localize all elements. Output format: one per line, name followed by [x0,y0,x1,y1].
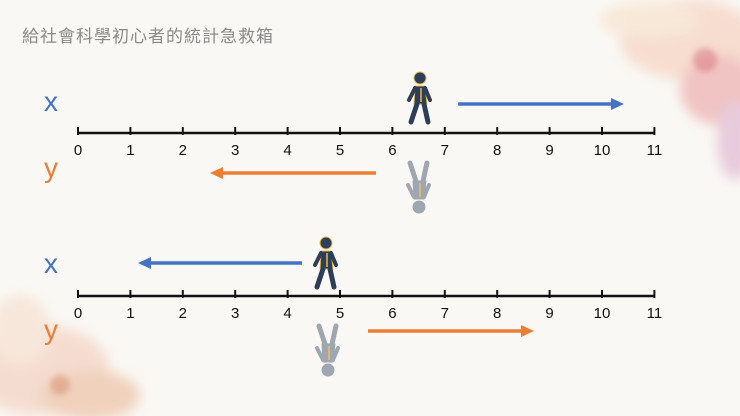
tick-label-panel-2: 11 [646,305,663,322]
walking-person-icon-panel-2 [314,236,337,288]
tick-label-panel-1: 8 [493,142,502,159]
tick-label-panel-2: 5 [335,305,345,322]
tick-label-panel-1: 5 [335,142,345,159]
page-title: 給社會科學初心者的統計急救箱 [22,27,274,47]
tick-label-panel-2: 2 [178,305,187,322]
y-arrow-panel-1 [210,167,376,179]
walking-person-icon-panel-1 [408,71,431,123]
tick-label-panel-1: 10 [593,142,611,159]
tick-label-panel-2: 0 [73,305,83,322]
x-arrow-panel-2 [138,257,302,269]
tick-label-panel-2: 9 [545,305,554,322]
y-arrow-panel-2 [368,325,534,337]
tick-label-panel-1: 2 [178,142,187,159]
tick-label-panel-1: 6 [388,142,397,159]
tick-label-panel-1: 7 [440,142,449,159]
reflected-person-icon-panel-1 [407,162,430,214]
x-label-panel-1: x [44,86,58,117]
tick-label-panel-1: 1 [126,142,135,159]
tick-label-panel-1: 9 [545,142,554,159]
tick-label-panel-1: 4 [283,142,292,159]
tick-label-panel-2: 7 [440,305,449,322]
tick-label-panel-2: 6 [388,305,397,322]
tick-label-panel-2: 1 [126,305,135,322]
tick-label-panel-2: 10 [593,305,611,322]
tick-label-panel-1: 3 [231,142,240,159]
y-label-panel-1: y [44,152,58,183]
x-label-panel-2: x [44,248,58,279]
tick-label-panel-1: 11 [646,142,663,159]
tick-label-panel-2: 4 [283,305,292,322]
y-label-panel-2: y [44,314,58,345]
tick-label-panel-2: 8 [493,305,502,322]
reflected-person-icon-panel-2 [316,325,339,377]
tick-label-panel-1: 0 [73,142,83,159]
x-arrow-panel-1 [458,98,624,110]
tick-label-panel-2: 3 [231,305,240,322]
